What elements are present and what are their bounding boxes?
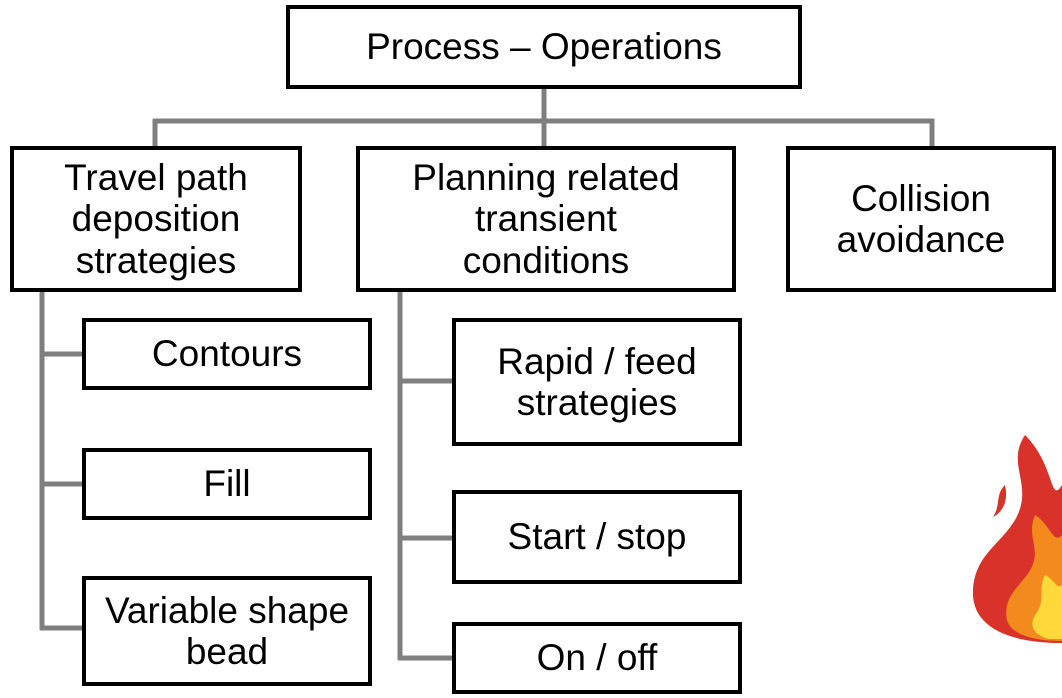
child-node-start-stop: Start / stop — [452, 490, 742, 584]
child-node-variable-shape-bead: Variable shape bead — [82, 576, 372, 686]
child-node-fill: Fill — [82, 448, 372, 520]
root-label: Process – Operations — [366, 26, 722, 68]
branch-node-travel-path: Travel path deposition strategies — [10, 146, 302, 292]
child-label: On / off — [536, 637, 658, 679]
flame-icon — [972, 435, 1062, 643]
child-label: Contours — [151, 333, 303, 375]
child-node-rapid-feed: Rapid / feed strategies — [452, 318, 742, 446]
branch-node-collision: Collision avoidance — [786, 146, 1056, 292]
branch-label: Planning related transient conditions — [412, 156, 680, 281]
child-label: Start / stop — [507, 516, 687, 558]
child-label: Variable shape bead — [104, 589, 350, 672]
root-node: Process – Operations — [286, 5, 802, 89]
child-node-contours: Contours — [82, 318, 372, 390]
child-label: Rapid / feed strategies — [497, 340, 697, 423]
branch-label: Travel path deposition strategies — [64, 156, 248, 281]
child-label: Fill — [203, 463, 251, 505]
child-node-on-off: On / off — [452, 622, 742, 694]
branch-node-planning: Planning related transient conditions — [356, 146, 736, 292]
branch-label: Collision avoidance — [836, 177, 1006, 260]
